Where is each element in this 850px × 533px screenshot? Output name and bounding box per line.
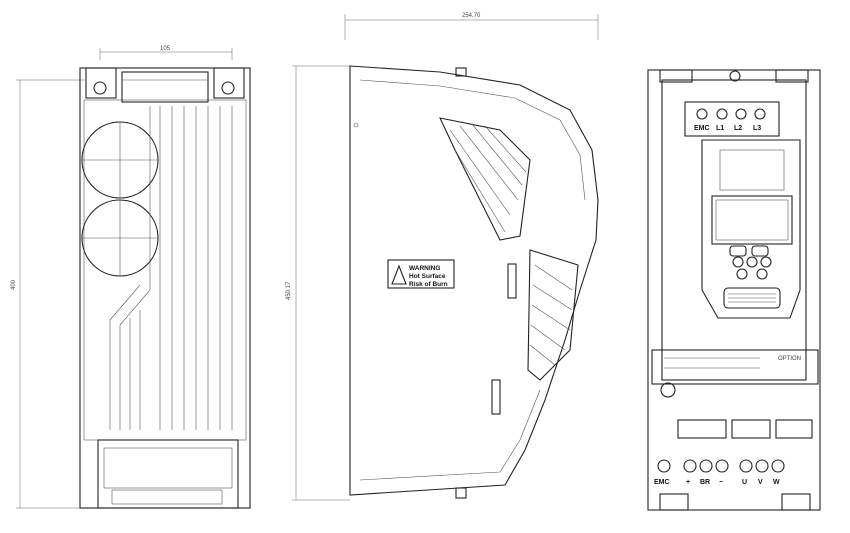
- top-terminal-l2: L2: [734, 125, 742, 132]
- key-down-icon[interactable]: [756, 268, 768, 280]
- key-right[interactable]: [751, 245, 769, 257]
- side-height-dimension: 450.17: [286, 281, 292, 300]
- side-slot-upper: [507, 263, 517, 299]
- bottom-terminal-plus: +: [686, 479, 690, 486]
- key-left[interactable]: [729, 245, 747, 257]
- front-view: EMC L1 L2 L3 OPTION: [647, 69, 821, 511]
- top-terminal-emc: EMC: [694, 125, 710, 132]
- bottom-terminal-br: BR: [700, 479, 710, 486]
- bottom-terminal-emc: EMC: [654, 479, 670, 486]
- keypad-display: [711, 195, 793, 245]
- key-start-icon[interactable]: [736, 268, 748, 280]
- rear-width-dimension: 105: [160, 46, 171, 52]
- side-slot-lower: [491, 379, 501, 415]
- bottom-terminal-w: W: [773, 479, 780, 486]
- key-navigate-icon[interactable]: [732, 256, 744, 268]
- side-vent-lower: [527, 249, 579, 381]
- key-stop-icon[interactable]: [746, 256, 758, 268]
- bottom-terminal-v: V: [758, 479, 763, 486]
- rear-view: 105 400: [11, 46, 251, 509]
- key-up-icon[interactable]: [760, 256, 772, 268]
- bottom-terminal-minus: −: [719, 479, 723, 486]
- bottom-terminal-u: U: [742, 479, 747, 486]
- control-terminal-block: [651, 349, 819, 385]
- heatsink-fins: [109, 106, 233, 430]
- keypad-grille: [723, 287, 781, 309]
- rear-height-dimension: 400: [11, 279, 17, 290]
- top-terminal-l1: L1: [716, 125, 724, 132]
- side-depth-dimension: 254.70: [462, 13, 481, 19]
- warning-line2: Risk of Burn: [409, 281, 448, 288]
- warning-line1: Hot Surface: [409, 273, 446, 280]
- warning-triangle-icon: [391, 264, 407, 285]
- side-vent-upper: [439, 117, 531, 241]
- warning-title: WARNING: [409, 265, 440, 272]
- side-view: 254.70 450.17: [286, 13, 599, 501]
- top-terminal-l3: L3: [753, 125, 761, 132]
- top-terminal-block: [684, 101, 780, 137]
- option-label: OPTION: [778, 356, 801, 362]
- warning-label: WARNING Hot Surface Risk of Burn: [387, 259, 455, 289]
